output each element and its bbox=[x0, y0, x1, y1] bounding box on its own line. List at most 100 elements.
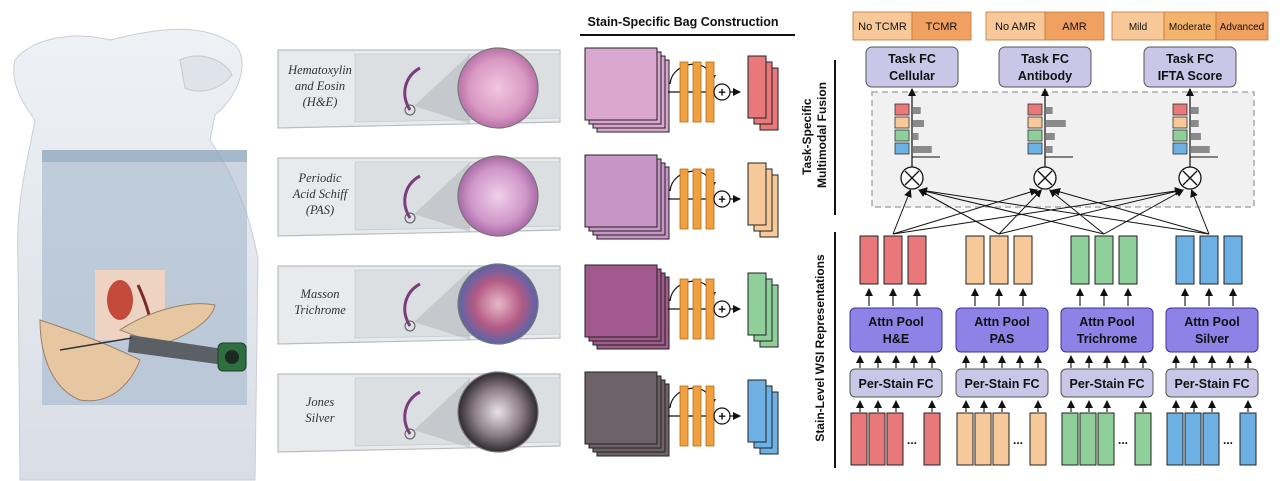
task-fc-title: Task FC bbox=[888, 52, 936, 66]
encoder-layer bbox=[679, 385, 689, 447]
patch-embedding bbox=[1134, 412, 1152, 466]
fusion-input-arrow bbox=[1048, 189, 1105, 235]
fusion-input-arrow bbox=[918, 189, 1000, 235]
class-label: Moderate bbox=[1169, 22, 1212, 33]
modality-square bbox=[1027, 103, 1043, 116]
task-fc-subtitle: Antibody bbox=[1018, 69, 1072, 83]
wsi-representation bbox=[859, 235, 879, 285]
attention-weight-bar bbox=[1191, 120, 1199, 127]
stain-label-line: Hematoxylin bbox=[287, 63, 352, 77]
sum-node bbox=[713, 300, 731, 318]
fusion-input-arrow bbox=[919, 187, 1210, 235]
patch-embedding bbox=[923, 412, 941, 466]
stain-label-line: (PAS) bbox=[306, 203, 334, 217]
class-label-box bbox=[1044, 11, 1105, 41]
bag-he: + bbox=[584, 47, 779, 133]
encoder-layer bbox=[679, 61, 689, 123]
per-stain-fc-box bbox=[1165, 368, 1259, 398]
class-label: No TCMR bbox=[858, 21, 907, 33]
biopsy-illustration bbox=[13, 28, 259, 481]
attention-weight-bar bbox=[1046, 146, 1053, 153]
sum-symbol: + bbox=[718, 85, 726, 100]
encoder-layer bbox=[679, 168, 689, 230]
patch-tile bbox=[584, 371, 658, 445]
per-stain-fc-box bbox=[955, 368, 1049, 398]
fusion-input-arrow bbox=[998, 187, 1183, 235]
attention-weight-bar bbox=[913, 133, 919, 140]
modality-square bbox=[894, 103, 910, 116]
attn-pool-label: Attn Pool bbox=[974, 315, 1030, 329]
per-stain-fc-box bbox=[849, 368, 943, 398]
patch-embedding bbox=[974, 412, 992, 466]
sum-node bbox=[713, 83, 731, 101]
class-label-box bbox=[1163, 11, 1217, 41]
patch-tile bbox=[584, 154, 658, 228]
magnified-tissue-circle bbox=[457, 371, 539, 453]
fusion-x bbox=[904, 170, 920, 186]
wsi-representation bbox=[1013, 235, 1033, 285]
task-fc-title: Task FC bbox=[1166, 52, 1214, 66]
fusion-input-arrow bbox=[1190, 189, 1210, 235]
class-label: Mild bbox=[1129, 22, 1147, 33]
task-fc-title: Task FC bbox=[1021, 52, 1069, 66]
patch-embedding bbox=[956, 412, 974, 466]
sum-node bbox=[713, 190, 731, 208]
stain-label-line: Jones bbox=[306, 395, 335, 409]
encoder-layer bbox=[705, 61, 715, 123]
wsi-representation bbox=[1175, 235, 1195, 285]
fusion-side-label: Task-Specific Multimodal Fusion bbox=[800, 82, 829, 188]
magnified-tissue-circle bbox=[457, 47, 539, 129]
patch-embedding bbox=[886, 412, 904, 466]
stain-label-line: Periodic bbox=[297, 171, 341, 185]
class-label: AMR bbox=[1062, 21, 1087, 33]
sum-node bbox=[713, 407, 731, 425]
wsi-side-label: Stain-Level WSI Representations bbox=[813, 254, 827, 442]
attn-pool-label: Attn Pool bbox=[1079, 315, 1135, 329]
encoder-layer bbox=[705, 385, 715, 447]
fusion-input-arrow bbox=[919, 187, 1105, 235]
modality-square bbox=[894, 129, 910, 142]
zoom-cone bbox=[414, 162, 470, 232]
class-label-box bbox=[985, 11, 1046, 41]
fusion-input-arrow bbox=[998, 189, 1043, 235]
bag-embedding bbox=[747, 379, 767, 443]
encoder-layer bbox=[705, 278, 715, 340]
encoder-layer bbox=[692, 278, 702, 340]
per-stain-fc-label: Per-Stain FC bbox=[1069, 377, 1144, 391]
stain-label-line: Silver bbox=[305, 411, 334, 425]
task-fc-subtitle: IFTA Score bbox=[1158, 69, 1223, 83]
wsi-representation bbox=[1118, 235, 1138, 285]
modality-square bbox=[1027, 142, 1043, 155]
bag-embedding bbox=[747, 162, 767, 226]
bag-embedding bbox=[747, 272, 767, 336]
zoom-cone bbox=[414, 54, 470, 124]
wsi-representation bbox=[1199, 235, 1219, 285]
bag-embedding bbox=[747, 55, 767, 119]
per-stain-fc-label: Per-Stain FC bbox=[858, 377, 933, 391]
wsi-representation bbox=[1070, 235, 1090, 285]
modality-square bbox=[894, 116, 910, 129]
encoder-layer bbox=[692, 385, 702, 447]
patch-ellipsis: ... bbox=[1223, 433, 1233, 447]
attention-weight-bar bbox=[913, 120, 924, 127]
attn-pool-box bbox=[849, 307, 943, 353]
stain-label-line: Masson bbox=[300, 287, 340, 301]
stain-label-line: and Eosin bbox=[295, 79, 345, 93]
zoom-marker bbox=[404, 428, 416, 440]
attn-pool-box bbox=[955, 307, 1049, 353]
attention-weight-bar bbox=[1046, 120, 1066, 127]
attn-pool-stain: Trichrome bbox=[1077, 332, 1137, 346]
per-stain-fc-label: Per-Stain FC bbox=[1174, 377, 1249, 391]
encoder-layer bbox=[679, 278, 689, 340]
class-label: TCMR bbox=[926, 21, 958, 33]
modality-square bbox=[1172, 142, 1188, 155]
attention-weight-bar bbox=[1191, 133, 1201, 140]
patch-ellipsis: ... bbox=[1013, 433, 1023, 447]
